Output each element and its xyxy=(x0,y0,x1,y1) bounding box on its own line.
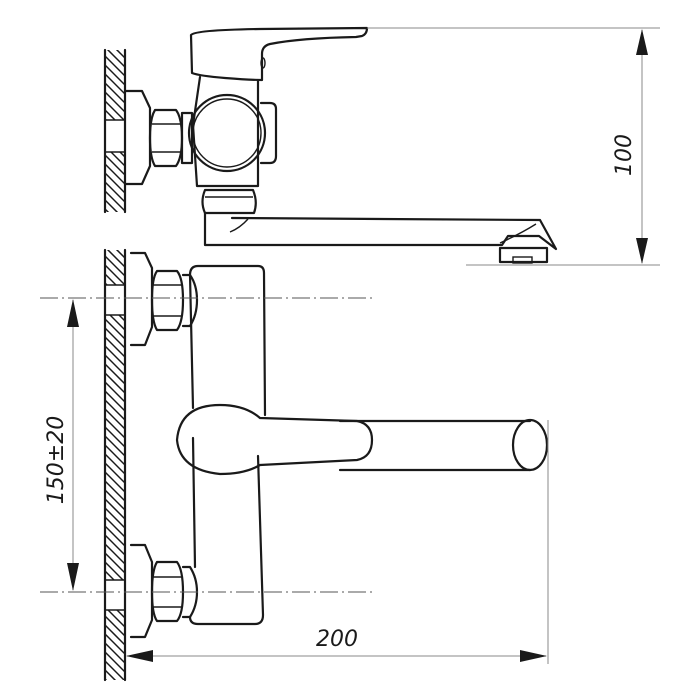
hatch-line xyxy=(105,534,125,556)
hex-nut-upper xyxy=(148,108,184,168)
hatch-line xyxy=(105,181,125,203)
hatch-line xyxy=(105,633,125,655)
hatch-line xyxy=(105,471,125,493)
hatch-line xyxy=(105,220,125,240)
hatch-line xyxy=(105,624,125,646)
hatch-line xyxy=(105,91,125,113)
hatch-line xyxy=(115,50,125,59)
spout-front xyxy=(338,418,549,472)
reach-dimension: 200 xyxy=(126,420,549,664)
hatch-line xyxy=(105,435,125,457)
hatch-line xyxy=(105,154,125,176)
hatch-line xyxy=(105,426,125,448)
hatch-line xyxy=(105,208,110,212)
hatch-line xyxy=(105,29,125,49)
hatch-line xyxy=(105,336,125,358)
hatch-line xyxy=(105,525,125,547)
wall-flange xyxy=(123,89,152,186)
hatch-line xyxy=(105,264,125,286)
hatch-line xyxy=(105,444,125,466)
inlet-upper xyxy=(129,251,199,347)
hatch-line xyxy=(105,399,125,421)
hatch-line xyxy=(105,651,125,673)
mixer-body-front xyxy=(188,264,267,626)
reach-label: 200 xyxy=(316,627,358,652)
hatch-line xyxy=(105,318,125,340)
hatch-line xyxy=(105,642,125,664)
hatch-line xyxy=(105,229,125,249)
hatch-line xyxy=(105,363,125,385)
hatch-line xyxy=(105,417,125,439)
hatch-line xyxy=(106,250,125,268)
hatch-line xyxy=(105,327,125,349)
hatch-line xyxy=(105,390,125,412)
hatch-line xyxy=(105,688,125,700)
side-view xyxy=(103,20,558,264)
hatch-line xyxy=(105,453,125,475)
hatch-line xyxy=(105,82,125,104)
spout-outlet xyxy=(511,418,549,472)
hatch-line xyxy=(105,615,125,637)
mixer-body xyxy=(191,75,260,188)
hatch-line xyxy=(105,64,125,86)
aerator xyxy=(498,246,549,264)
inlet-lower xyxy=(129,543,199,639)
hatch-line xyxy=(105,372,125,394)
front-view xyxy=(40,220,549,700)
hatch-line xyxy=(105,507,125,529)
swivel-collar xyxy=(201,188,257,215)
hatch-line xyxy=(105,561,125,583)
hatch-line xyxy=(105,218,125,238)
hatch-line xyxy=(105,543,125,565)
hatch-line xyxy=(105,498,125,520)
hatch-line xyxy=(105,669,117,680)
inlet-spacing-dimension: 150±20 xyxy=(44,299,79,591)
hatch-line xyxy=(105,172,125,194)
lever-handle-front xyxy=(175,403,374,476)
hatch-line xyxy=(105,190,125,212)
hatch-line xyxy=(105,73,125,95)
hatch-line xyxy=(105,660,125,680)
hatch-line xyxy=(105,354,125,376)
hatch-line xyxy=(115,250,125,259)
hatch-line xyxy=(105,516,125,538)
hatch-line xyxy=(105,255,125,277)
spout-side xyxy=(203,211,558,251)
cartridge-disc xyxy=(187,93,267,173)
hatch-line xyxy=(105,345,125,367)
wall-section-lower xyxy=(103,220,127,700)
height-label: 100 xyxy=(612,134,637,176)
wall-section-upper xyxy=(103,20,127,238)
hatch-line xyxy=(106,50,125,68)
hatch-line xyxy=(105,678,108,680)
hatch-line xyxy=(105,489,125,511)
hatch-line xyxy=(105,552,125,574)
lever-handle-side xyxy=(189,26,369,82)
hatch-line xyxy=(105,55,125,77)
hatch-line xyxy=(105,163,125,185)
hatch-line xyxy=(105,100,125,122)
hatch-line xyxy=(105,20,125,40)
height-dimension: 100 xyxy=(367,27,660,266)
hatch-line xyxy=(105,480,125,502)
hatch-line xyxy=(105,408,125,430)
hatch-line xyxy=(105,199,119,212)
inlet-spacing-label: 150±20 xyxy=(44,416,69,504)
hatch-line xyxy=(105,381,125,403)
hatch-line xyxy=(105,462,125,484)
